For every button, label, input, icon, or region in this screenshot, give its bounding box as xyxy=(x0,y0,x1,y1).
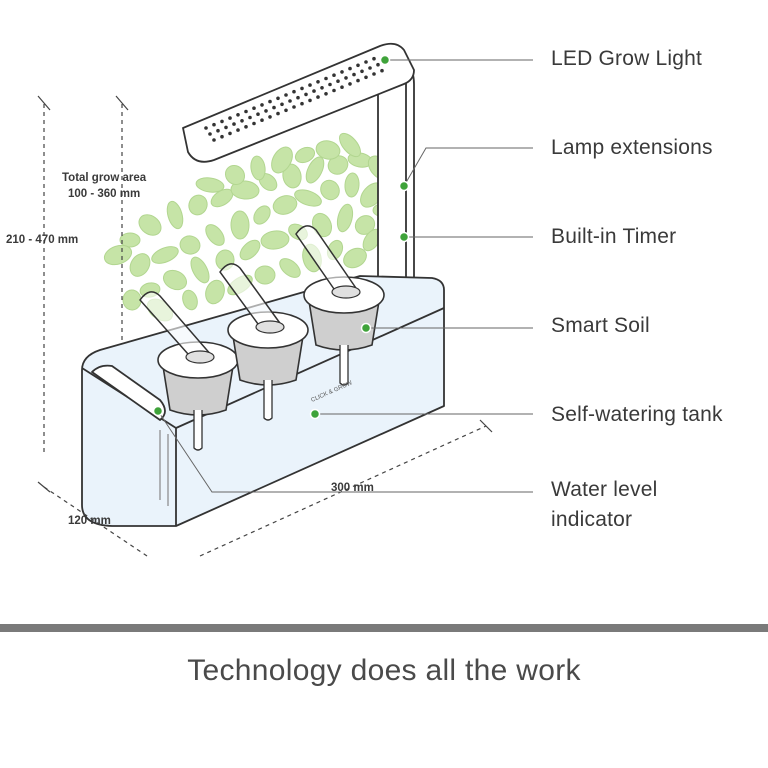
marker-water-level-indicator xyxy=(152,405,164,417)
marker-led-grow-light xyxy=(379,54,391,66)
marker-smart-soil xyxy=(360,322,372,334)
tagline: Technology does all the work xyxy=(187,654,581,687)
callout-markers xyxy=(152,54,410,420)
width-label: 300 mm xyxy=(331,482,374,494)
section-divider xyxy=(0,624,768,632)
height-range-label: 210 - 470 mm xyxy=(6,234,79,246)
dimension-lines xyxy=(37,95,493,559)
callout-built-in-timer: Built-in Timer xyxy=(551,225,677,248)
callout-smart-soil: Smart Soil xyxy=(551,314,650,337)
led-grow-light xyxy=(182,42,415,163)
grow-area-range: 100 - 360 mm xyxy=(67,188,141,200)
pod-3 xyxy=(295,225,385,386)
callout-indicator: indicator xyxy=(551,508,633,531)
callout-lamp-extensions: Lamp extensions xyxy=(551,136,713,159)
marker-lamp-extensions xyxy=(398,180,410,192)
depth-label: 120 mm xyxy=(68,515,111,527)
pod-1 xyxy=(139,291,239,451)
plant-leaves xyxy=(103,132,403,322)
smart-soil-pods xyxy=(139,225,385,451)
callout-leaders xyxy=(157,59,533,493)
callout-led-grow-light: LED Grow Light xyxy=(551,47,703,70)
marker-self-watering-tank xyxy=(309,408,321,420)
callout-self-watering-tank: Self-watering tank xyxy=(551,403,723,426)
pod-2 xyxy=(219,263,309,421)
grow-area-label: Total grow area 100 - 360 mm xyxy=(62,170,146,202)
grow-area-title: Total grow area xyxy=(62,172,147,184)
callout-water-level: Water level xyxy=(551,478,658,501)
marker-built-in-timer xyxy=(398,231,410,243)
